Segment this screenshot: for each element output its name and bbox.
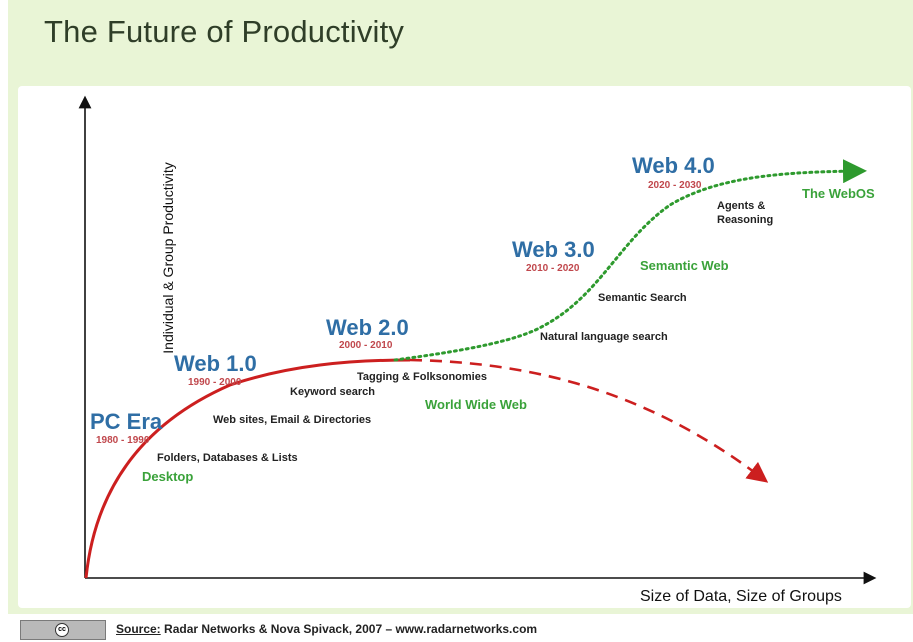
feature-keyword-search: Keyword search [290,386,375,398]
era-web4-years: 2020 - 2030 [648,180,702,191]
era-web2: Web 2.0 [326,315,409,340]
feature-agents: Agents & Reasoning [717,200,774,226]
source-text: Source: Radar Networks & Nova Spivack, 2… [116,622,537,636]
era-pc: PC Era [90,409,163,434]
era-web4: Web 4.0 [632,153,715,178]
footer: cc Source: Radar Networks & Nova Spivack… [8,614,913,642]
era-web2-years: 2000 - 2010 [339,340,393,351]
cc-license-badge[interactable]: cc [20,620,106,640]
dashed-decline-curve [409,358,769,483]
feature-semantic-search: Semantic Search [598,292,687,304]
phase-semantic-web: Semantic Web [640,258,729,273]
era-pc-years: 1980 - 1990 [96,435,150,446]
feature-folders: Folders, Databases & Lists [157,452,298,464]
slide: The Future of Productivity [8,0,913,642]
slide-title: The Future of Productivity [44,14,405,49]
feature-tagging: Tagging & Folksonomies [357,371,487,383]
y-axis-label: Individual & Group Productivity [160,162,176,354]
source-label: Source: [116,622,161,636]
cc-icon: cc [55,623,69,637]
era-web3-years: 2010 - 2020 [526,263,580,274]
source-body: Radar Networks & Nova Spivack, 2007 – ww… [160,622,538,636]
era-web1: Web 1.0 [174,351,257,376]
diagram-panel [18,86,911,608]
dotted-growth-curve [393,159,867,362]
feature-websites: Web sites, Email & Directories [213,414,372,426]
x-axis-label: Size of Data, Size of Groups [640,588,842,605]
solid-growth-curve [84,358,411,579]
phase-desktop: Desktop [142,469,194,484]
era-web3: Web 3.0 [512,237,595,262]
feature-natural-language: Natural language search [540,331,668,343]
phase-www: World Wide Web [425,397,527,412]
era-web1-years: 1990 - 2000 [188,377,242,388]
phase-webos: The WebOS [802,186,875,201]
